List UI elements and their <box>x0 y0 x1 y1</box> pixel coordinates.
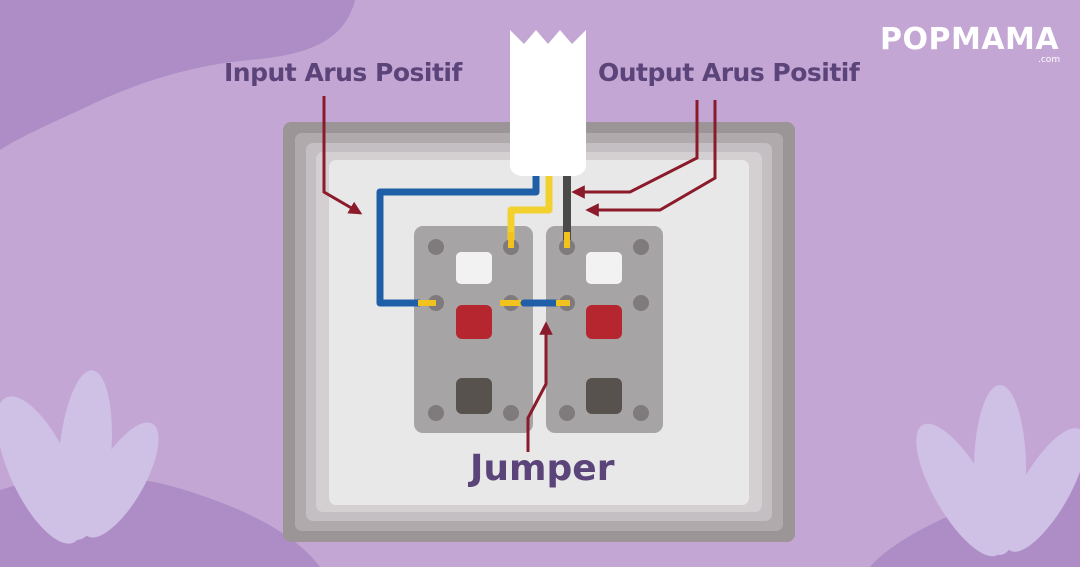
arrow-output-1 <box>571 100 699 199</box>
switch-button-dark-left <box>456 378 492 414</box>
screws-left <box>428 239 519 421</box>
label-jumper: Jumper <box>470 448 615 489</box>
arrow-jumper <box>526 321 553 452</box>
leaf-decoration-right <box>916 385 1080 557</box>
label-output-positive-current: Output Arus Positif <box>598 58 860 87</box>
label-input-positive-current: Input Arus Positif <box>224 58 462 87</box>
cable-sleeve <box>510 30 586 176</box>
brand-logo-suffix: .com <box>1038 55 1061 65</box>
background-blob-top-left <box>0 0 355 150</box>
leaf-decoration-left <box>0 370 159 544</box>
switch-button-dark-right <box>586 378 622 414</box>
switch-button-white-right <box>586 252 622 284</box>
wire-yellow <box>507 170 553 240</box>
brand-logo: POPMAMA <box>880 22 1060 57</box>
switch-button-white-left <box>456 252 492 284</box>
wire-blue-input <box>376 170 540 307</box>
switch-button-red-left <box>456 305 492 339</box>
switch-button-red-right <box>586 305 622 339</box>
arrow-output-2 <box>585 100 717 217</box>
arrow-input <box>322 96 363 215</box>
